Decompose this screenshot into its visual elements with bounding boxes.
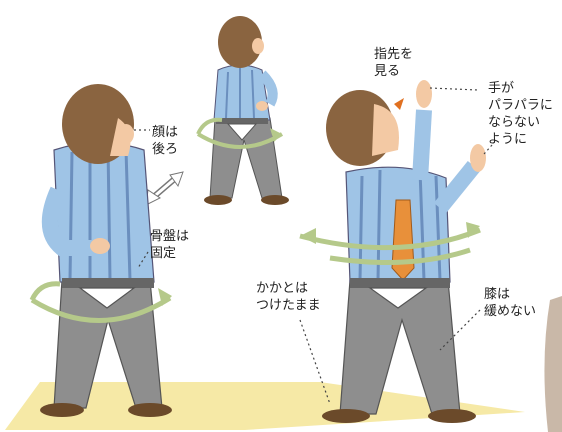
label-knees-straight: 膝は 緩めない <box>484 287 537 319</box>
left-figure <box>29 84 172 417</box>
label-heels-down: かかとは つけたまま <box>256 281 321 313</box>
label-face-back: 顔は 後ろ <box>152 125 179 157</box>
label-hands-together: 手が パラパラに ならない ように <box>488 81 553 147</box>
leader-lines <box>134 87 493 405</box>
small-figure <box>196 16 289 205</box>
partial-figure-edge <box>544 296 562 432</box>
right-figure <box>299 80 486 423</box>
label-pelvis-fixed: 骨盤は 固定 <box>150 229 190 261</box>
label-look-fingertip: 指先を 見る <box>374 47 414 79</box>
direction-arrow <box>145 171 184 206</box>
